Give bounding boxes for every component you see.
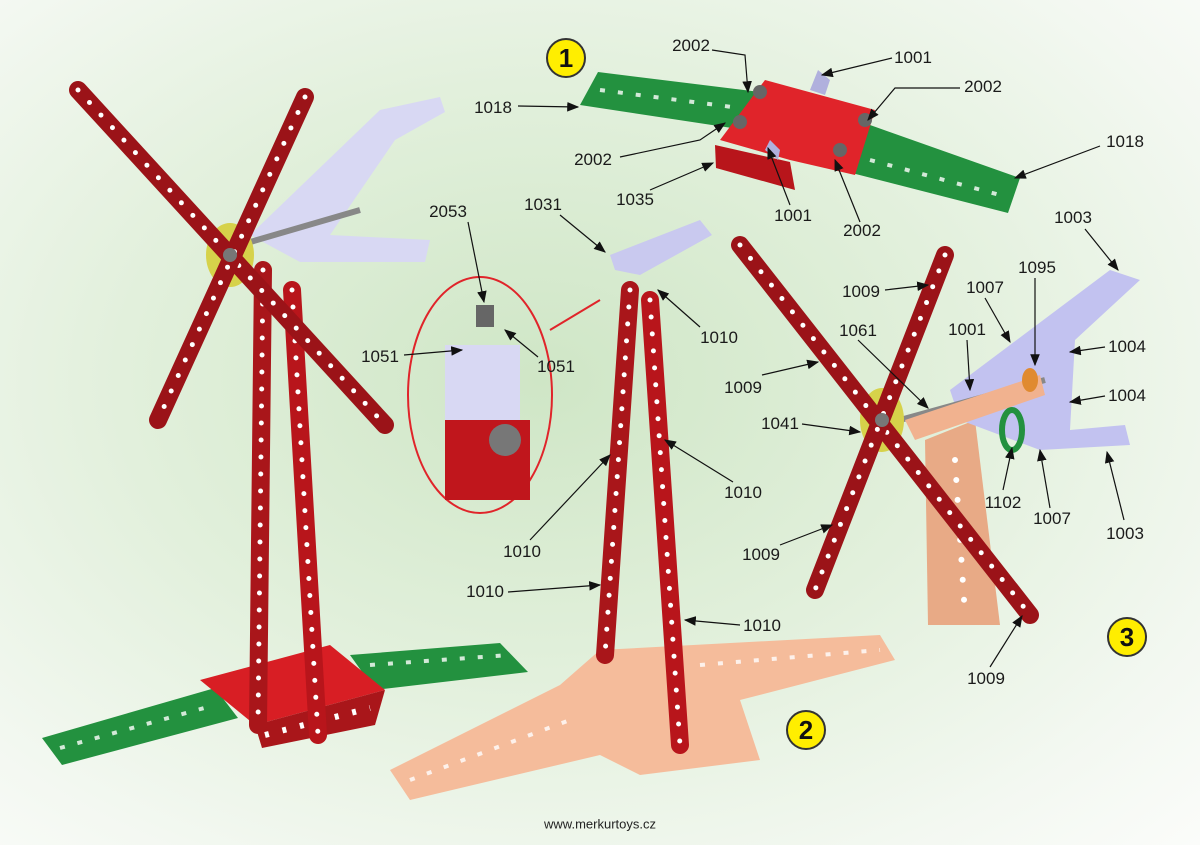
part-label: 1018	[1106, 132, 1144, 151]
part-label: 1004	[1108, 386, 1146, 405]
part-label: 1010	[700, 328, 738, 347]
website-footer: www.merkurtoys.cz	[544, 816, 656, 832]
part-label: 1035	[616, 190, 654, 209]
red-base-plate	[200, 645, 385, 725]
step3-parts	[731, 236, 1140, 625]
green-plate-left	[42, 688, 238, 765]
assembled-windmill	[42, 81, 528, 765]
part-label: 1003	[1054, 208, 1092, 227]
part-label: 1001	[774, 206, 812, 225]
step-badge-3: 3	[1107, 617, 1147, 657]
part-label: 2053	[429, 202, 467, 221]
part-label: 1061	[839, 321, 877, 340]
part-label: 1041	[761, 414, 799, 433]
step1-parts	[580, 70, 1020, 213]
tower-strip	[249, 261, 272, 734]
part-label: 1001	[894, 48, 932, 67]
step-badge-2: 2	[786, 710, 826, 750]
part-label: 1010	[466, 582, 504, 601]
part-label: 1009	[967, 669, 1005, 688]
part-label: 1001	[948, 320, 986, 339]
part-label: 1004	[1108, 337, 1146, 356]
leader-lines	[403, 49, 1125, 668]
part-label: 1009	[842, 282, 880, 301]
angle-bracket	[610, 220, 712, 275]
part-label: 1010	[743, 616, 781, 635]
part-label: 1010	[503, 542, 541, 561]
part-label: 2002	[964, 77, 1002, 96]
part-label: 1031	[524, 195, 562, 214]
part-label: 1010	[724, 483, 762, 502]
green-plate-right	[350, 643, 528, 690]
step-badge-1: 1	[546, 38, 586, 78]
part-label: 1003	[1106, 524, 1144, 543]
part-label: 1009	[724, 378, 762, 397]
lavender-arm	[250, 97, 445, 262]
part-label: 1051	[361, 347, 399, 366]
part-label: 1018	[474, 98, 512, 117]
part-label: 1095	[1018, 258, 1056, 277]
detail-circle	[407, 276, 553, 514]
part-label: 1007	[966, 278, 1004, 297]
part-label: 1102	[984, 493, 1022, 512]
part-label: 1051	[537, 357, 575, 376]
part-label: 1009	[742, 545, 780, 564]
part-label: 2002	[843, 221, 881, 240]
step2-parts	[390, 220, 895, 800]
part-label: 2002	[574, 150, 612, 169]
part-label: 1007	[1033, 509, 1071, 528]
part-label: 2002	[672, 36, 710, 55]
